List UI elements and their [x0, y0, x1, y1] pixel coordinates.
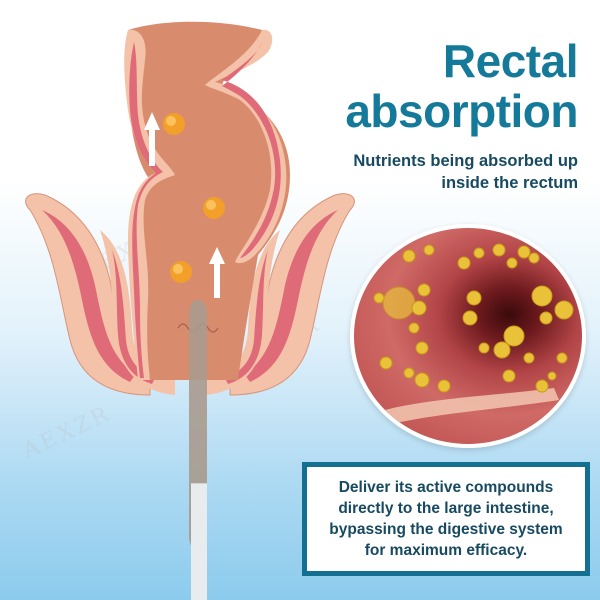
callout-line: bypassing the digestive system: [329, 521, 563, 538]
callout-line: for maximum efficacy.: [364, 542, 528, 559]
absorbed-particles-graphic: [373, 243, 574, 428]
page-title: Rectal absorption: [345, 36, 578, 136]
subtitle: Nutrients being absorbed up inside the r…: [298, 150, 578, 194]
subtitle-line: inside the rectum: [441, 174, 578, 192]
rectum-anatomy-illustration: [25, 21, 355, 396]
callout-text: Deliver its active compounds directly to…: [329, 477, 562, 561]
title-line: absorption: [345, 85, 578, 137]
subtitle-line: Nutrients being absorbed up: [353, 152, 578, 170]
up-arrow-icon: [209, 247, 225, 298]
up-arrow-icon: [144, 112, 160, 166]
callout-line: directly to the large intestine,: [338, 500, 554, 517]
title-line: Rectal: [442, 35, 579, 87]
benefit-callout-box: Deliver its active compounds directly to…: [302, 462, 590, 576]
hand-holding-applicator: [189, 300, 207, 600]
callout-line: Deliver its active compounds: [338, 479, 554, 496]
magnified-intestine-inset: [350, 224, 586, 448]
